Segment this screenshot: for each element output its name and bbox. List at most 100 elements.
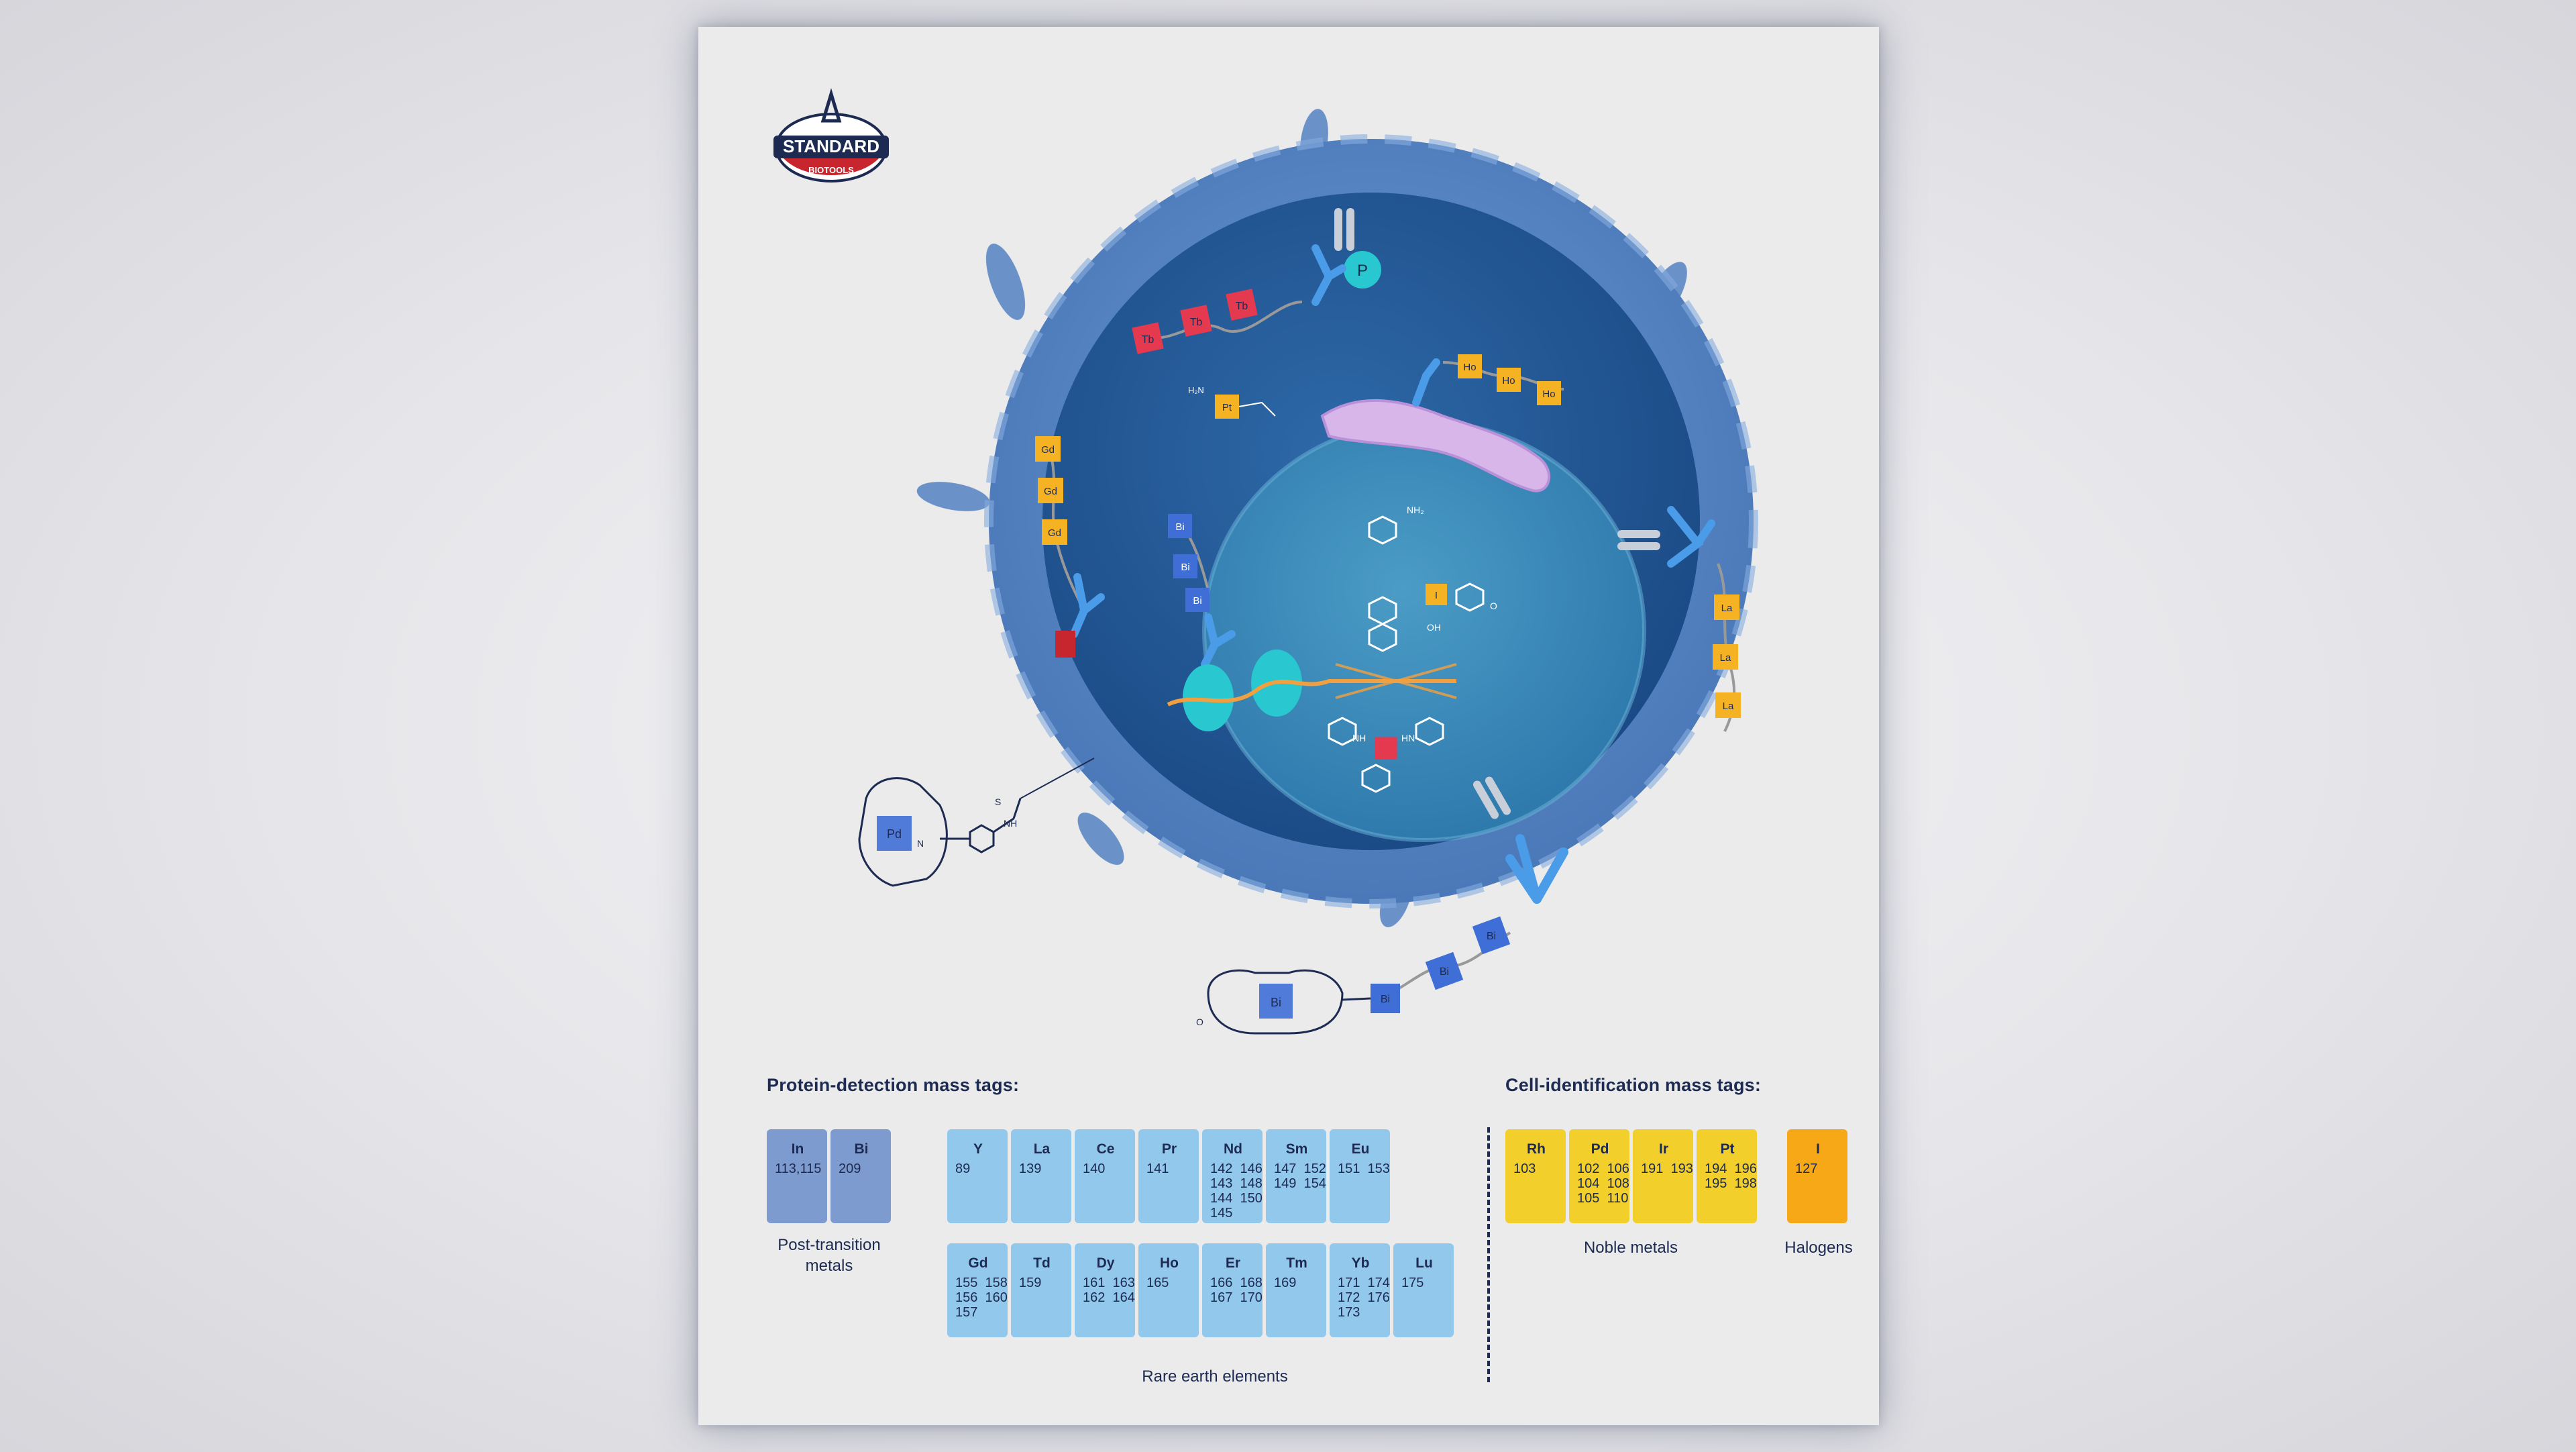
tile-isotopes: 161 163 162 164 xyxy=(1083,1276,1135,1305)
membrane-receptor-top: P xyxy=(1311,208,1381,306)
tile-y: Y 89 xyxy=(947,1129,1008,1223)
tile-er: Er 166 168 167 170 xyxy=(1202,1243,1263,1337)
tile-eu: Eu 151 153 xyxy=(1330,1129,1390,1223)
bi-n-label-1: Bi xyxy=(1175,521,1184,533)
nucleus xyxy=(1202,419,1646,842)
tile-isotopes: 155 158 156 160 157 xyxy=(955,1276,1008,1320)
tile-symbol: Y xyxy=(973,1141,983,1157)
bi-bottom-chain: Bi Bi Bi xyxy=(1371,776,1568,1013)
tile-gd: Gd 155 158 156 160 157 xyxy=(947,1243,1008,1337)
gd-label-3: Gd xyxy=(1048,527,1061,539)
gd-label-2: Gd xyxy=(1044,486,1057,497)
rare-earth-label: Rare earth elements xyxy=(1142,1367,1288,1386)
iodine-o: O xyxy=(1490,601,1497,611)
logo: STANDARD BIOTOOLS xyxy=(773,88,889,183)
ho-label-1: Ho xyxy=(1463,362,1476,373)
cell-identification-title: Cell-identification mass tags: xyxy=(1505,1075,1762,1095)
tile-lu: Lu 175 xyxy=(1393,1243,1454,1337)
tile-ho: Ho 165 xyxy=(1138,1243,1199,1337)
tile-isotopes: 142 146 143 148 144 150 145 xyxy=(1210,1161,1263,1221)
noble-metals-label: Noble metals xyxy=(1583,1239,1678,1257)
phospho-label: P xyxy=(1357,262,1368,280)
tile-dy: Dy 161 163 162 164 xyxy=(1075,1243,1135,1337)
tile-symbol: Rh xyxy=(1527,1141,1546,1157)
tile-nd: Nd 142 146 143 148 144 150 145 xyxy=(1202,1129,1263,1223)
la-label-3: La xyxy=(1723,701,1734,712)
tile-isotopes: 169 xyxy=(1274,1276,1297,1290)
tile-pd: Pd 102 106 104 108 105 110 xyxy=(1569,1129,1629,1223)
tile-isotopes: 151 153 xyxy=(1338,1161,1390,1176)
tb-tag-chain: Tb Tb Tb xyxy=(1132,289,1303,354)
tile-i: I 127 xyxy=(1787,1129,1847,1223)
tile-symbol: Dy xyxy=(1096,1255,1115,1271)
tile-isotopes: 171 174 172 176 173 xyxy=(1338,1276,1390,1320)
logo-sub: BIOTOOLS xyxy=(808,165,854,175)
bi-nucleus-chain: Bi Bi Bi xyxy=(1168,514,1236,668)
tile-symbol: Eu xyxy=(1351,1141,1370,1157)
tile-symbol: I xyxy=(1816,1141,1820,1157)
tile-isotopes: 113,115 xyxy=(775,1161,822,1176)
tile-isotopes: 209 xyxy=(839,1161,861,1176)
tb-label-1: Tb xyxy=(1142,334,1155,346)
post-transition-label: Post-transition metals xyxy=(777,1236,881,1275)
pt-label: Pt xyxy=(1222,402,1232,413)
tile-symbol: Ho xyxy=(1160,1255,1179,1271)
tile-symbol: In xyxy=(791,1141,804,1157)
complex-hn: HN xyxy=(1401,733,1415,743)
tile-symbol: Bi xyxy=(854,1141,869,1157)
iodine-compound: I OH O xyxy=(1426,582,1497,633)
tile-isotopes: 159 xyxy=(1019,1276,1042,1290)
organelle xyxy=(1320,399,1550,492)
tile-td: Td 159 xyxy=(1011,1243,1071,1337)
logo-name: STANDARD xyxy=(783,136,879,156)
ho-tag-chain: Ho Ho Ho xyxy=(1412,354,1564,407)
tb-label-2: Tb xyxy=(1190,317,1203,328)
tile-symbol: Pd xyxy=(1591,1141,1609,1157)
tile-symbol: Td xyxy=(1033,1255,1051,1271)
tb-label-3: Tb xyxy=(1236,301,1248,312)
la-label-2: La xyxy=(1720,652,1731,664)
ho-label-2: Ho xyxy=(1502,375,1515,386)
tile-isotopes: 141 xyxy=(1146,1161,1169,1176)
gd-tag-chain: Gd Gd Gd xyxy=(1035,436,1105,658)
tile-symbol: Yb xyxy=(1351,1255,1370,1271)
halogens-label: Halogens xyxy=(1784,1239,1853,1257)
tile-isotopes: 139 xyxy=(1019,1161,1042,1176)
poster: STANDARD BIOTOOLS xyxy=(698,27,1879,1425)
tile-isotopes: 194 196 195 198 xyxy=(1705,1161,1757,1191)
pd-chelator: Pd N NH S xyxy=(858,758,1095,887)
tile-la: La 139 xyxy=(1011,1129,1071,1223)
tile-ir: Ir 191 193 xyxy=(1633,1129,1693,1223)
tile-pr: Pr 141 xyxy=(1138,1129,1199,1223)
tile-tm: Tm 169 xyxy=(1266,1243,1326,1337)
tile-symbol: Tm xyxy=(1286,1255,1307,1271)
pd-chelator-n: N xyxy=(917,838,924,849)
tile-isotopes: 103 xyxy=(1513,1161,1536,1176)
la-label-1: La xyxy=(1721,603,1733,614)
bi-chelator-label: Bi xyxy=(1271,996,1281,1009)
iodine-oh: OH xyxy=(1427,622,1441,633)
pd-chelator-nh: NH xyxy=(1004,818,1017,829)
section-divider xyxy=(1487,1127,1490,1382)
bi-b-label-2: Bi xyxy=(1440,966,1449,978)
pd-chelator-s: S xyxy=(995,796,1001,807)
pt-compound: Pt H₂N xyxy=(1188,385,1276,419)
iodine-label: I xyxy=(1435,590,1438,601)
tile-in: In 113,115 xyxy=(767,1129,827,1223)
tile-isotopes: 175 xyxy=(1401,1276,1424,1290)
gd-label-1: Gd xyxy=(1041,444,1055,456)
tile-symbol: Sm xyxy=(1285,1141,1308,1157)
tile-symbol: Ce xyxy=(1096,1141,1115,1157)
bi-n-label-2: Bi xyxy=(1181,562,1189,573)
tile-isotopes: 140 xyxy=(1083,1161,1106,1176)
tile-isotopes: 165 xyxy=(1146,1276,1169,1290)
tile-bi: Bi 209 xyxy=(830,1129,891,1223)
tile-isotopes: 89 xyxy=(955,1161,971,1176)
tile-rh: Rh 103 xyxy=(1505,1129,1566,1223)
complex-nh: NH xyxy=(1352,733,1366,743)
tile-symbol: Ir xyxy=(1658,1141,1668,1157)
pt-h2n: H₂N xyxy=(1188,385,1204,395)
tile-isotopes: 102 106 104 108 105 110 xyxy=(1577,1161,1629,1206)
tile-symbol: Nd xyxy=(1224,1141,1242,1157)
tile-sm: Sm 147 152 149 154 xyxy=(1266,1129,1326,1223)
